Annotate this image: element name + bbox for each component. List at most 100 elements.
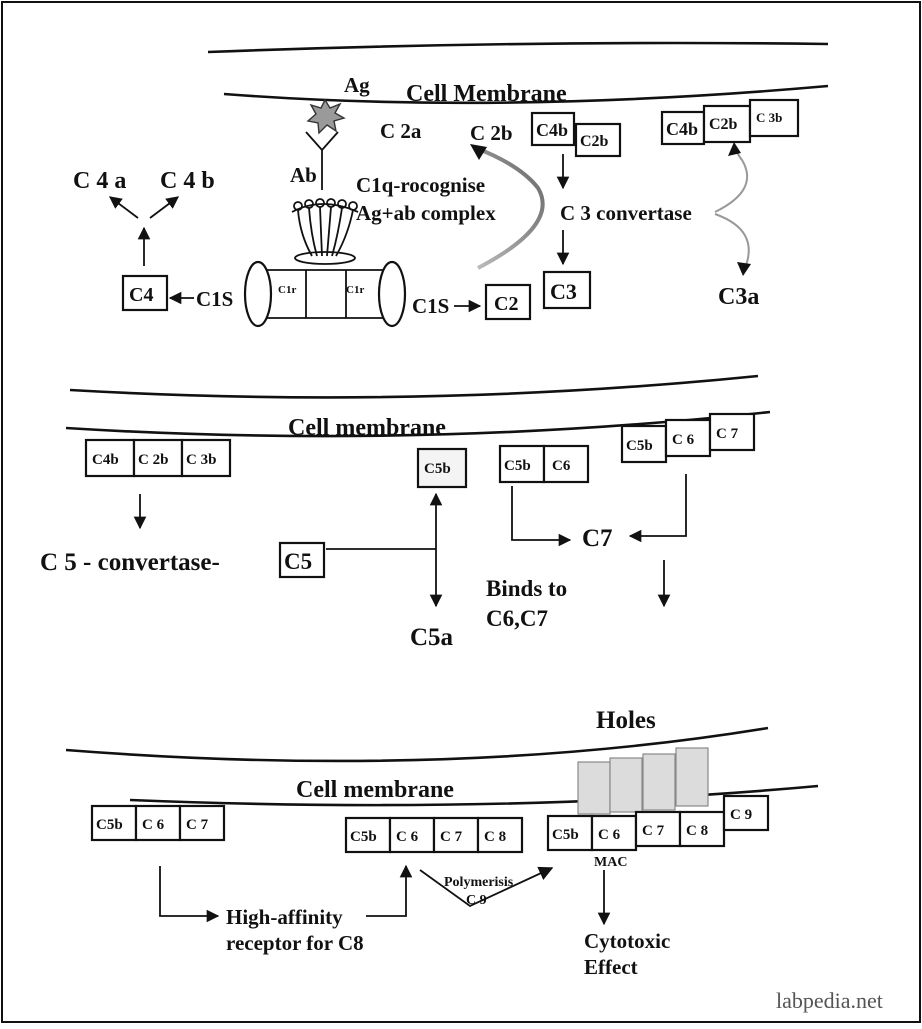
c5b-box-b1	[90, 804, 138, 842]
membrane-inner-line	[223, 84, 829, 105]
arrow-to-c7	[511, 486, 572, 547]
c4b-a-label: C4b	[536, 120, 568, 140]
c6-b1-label: C 6	[142, 817, 165, 833]
polymerisis-c9-label: C 9	[466, 893, 487, 908]
c8-b3-label: C 8	[686, 823, 708, 839]
c4b-box-m	[84, 438, 136, 478]
ag-label: Ag	[344, 73, 370, 97]
c8-b2-label: C 8	[484, 829, 506, 845]
c3a-curve-down-arrowhead	[737, 262, 751, 276]
c1r-c1s-complex	[243, 260, 407, 328]
membrane-outer-line	[207, 41, 829, 54]
c2b-a-label: C2b	[580, 133, 609, 150]
c5b-box-d	[620, 424, 668, 464]
c1r-left-label: C1r	[278, 284, 296, 296]
c4-box	[121, 274, 169, 312]
c5a-label: C5a	[410, 624, 454, 651]
c4b-box-a	[530, 111, 576, 147]
c3a-curve-up-arrowhead	[728, 142, 741, 156]
c2b-curve-arrow	[475, 146, 545, 270]
c5b-b3-label: C5b	[552, 827, 579, 843]
c4b-m-label: C4b	[92, 452, 119, 468]
arrow-to-c4a	[108, 196, 139, 219]
c7-box-d	[708, 412, 756, 452]
c6-d-label: C 6	[672, 432, 695, 448]
c7-b1-label: C 7	[186, 817, 209, 833]
c3a-curve-up	[714, 145, 748, 213]
c6-box-b3	[590, 814, 638, 852]
c2b-b-label: C2b	[709, 116, 738, 133]
c1q-heads	[291, 198, 359, 265]
holes-label: Holes	[596, 707, 656, 734]
c5b-d-label: C5b	[626, 438, 653, 454]
mac-label: MAC	[594, 855, 627, 870]
c1r-right-label: C1r	[346, 284, 364, 296]
c1q-text-line2: Ag+ab complex	[356, 201, 496, 225]
c5b-box-b3	[546, 814, 594, 852]
arrow-from-complex-to-c7	[628, 474, 687, 543]
c2b-label: C 2b	[470, 121, 513, 145]
c2a-label: C 2a	[380, 119, 422, 143]
c1q-text-line1: C1q-rocognise	[356, 173, 485, 197]
antibody-icon	[305, 131, 339, 190]
c7-b2-label: C 7	[440, 829, 463, 845]
c3-convertase-label: C 3 convertase	[560, 201, 692, 225]
binds-to-line2: C6,C7	[486, 606, 548, 631]
watermark: labpedia.net	[776, 988, 883, 1013]
c6-c-label: C6	[552, 458, 571, 474]
c2b-box-b	[702, 104, 752, 144]
c8-box-b2	[476, 816, 524, 854]
c7-box-b3	[634, 810, 682, 848]
c2b-m-label: C 2b	[138, 452, 168, 468]
c5-label: C5	[284, 549, 312, 574]
cytotoxic-line1: Cytotoxic	[584, 929, 670, 953]
c5b-box-c	[498, 444, 546, 484]
c3b-box-m	[180, 438, 232, 478]
c5b-box-b2	[344, 816, 392, 854]
c3b-box-b	[748, 98, 800, 138]
c4b-b-label: C4b	[666, 119, 698, 139]
c6-b2-label: C 6	[396, 829, 419, 845]
c7-box-b1	[178, 804, 226, 842]
arrow-up-to-c8-complex	[366, 864, 413, 917]
c7-b3-label: C 7	[642, 823, 665, 839]
c2-box	[484, 283, 532, 321]
c2-label: C2	[494, 293, 518, 315]
c9-box-label: C 9	[730, 807, 752, 823]
c1s-left-label: C1S	[196, 287, 233, 311]
c3b-m-label: C 3b	[186, 452, 216, 468]
c4b-box-b	[660, 110, 706, 146]
pore-holes	[577, 747, 709, 815]
antigen-star-icon	[306, 98, 346, 135]
top-panel: Cell Membrane Ag Ab C 2a C 2b C1q-rocogn…	[73, 41, 829, 328]
membrane-outer-line-3	[65, 726, 769, 763]
c5b-b1-label: C5b	[96, 817, 123, 833]
membrane-inner-line-3	[129, 784, 819, 807]
c1s-right-label: C1S	[412, 294, 449, 318]
c4-label: C4	[129, 284, 153, 306]
middle-panel: Cell membrane C4b C 2b C 3b C 5 - conver…	[40, 374, 771, 651]
polymerisis-arrow	[419, 866, 554, 908]
c4b-label: C 4 b	[160, 168, 215, 194]
c7-d-label: C 7	[716, 426, 739, 442]
c3-label: C3	[550, 279, 577, 304]
c3-box	[542, 270, 592, 310]
binds-to-line1: Binds to	[486, 576, 567, 601]
c5-box	[278, 541, 326, 579]
polymerisis-label: Polymerisis	[444, 875, 514, 890]
c5b-b2-label: C5b	[350, 829, 377, 845]
c5b-m-label: C5b	[424, 461, 451, 477]
ab-label: Ab	[290, 163, 317, 187]
membrane-label: Cell Membrane	[406, 81, 567, 107]
c4a-label: C 4 a	[73, 168, 126, 194]
c5-convertase-label: C 5 - convertase-	[40, 549, 220, 576]
c3a-label: C3a	[718, 284, 759, 310]
high-affinity-line1: High-affinity	[226, 905, 343, 929]
c3a-curve-down	[714, 213, 750, 269]
c5b-c-label: C5b	[504, 458, 531, 474]
c6-box-c	[542, 444, 590, 484]
membrane-outer-line-2	[69, 374, 759, 399]
